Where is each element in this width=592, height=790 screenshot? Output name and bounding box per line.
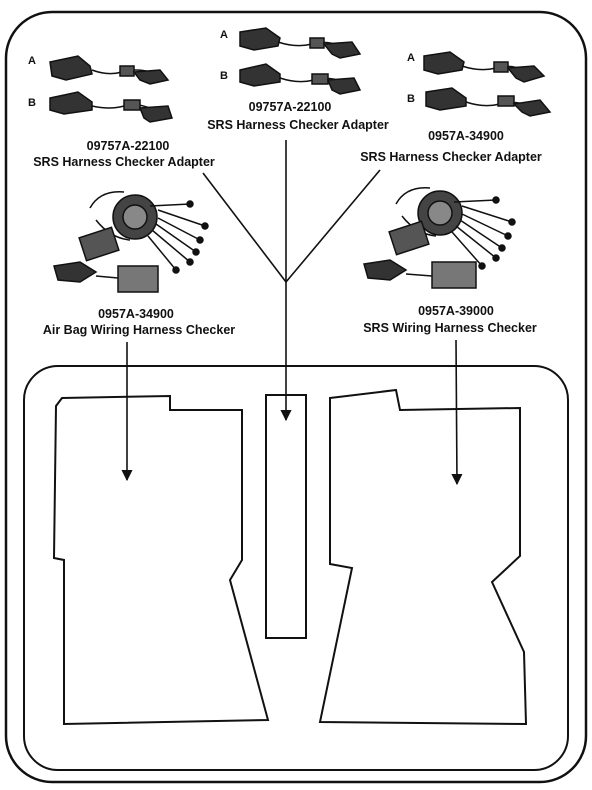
center-adapter-name: SRS Harness Checker Adapter — [207, 118, 389, 132]
right-adapter-name: SRS Harness Checker Adapter — [360, 150, 542, 164]
right-adapter-part-number: 0957A-34900 — [428, 129, 504, 143]
right-adapter-plug-b-label: B — [407, 93, 415, 105]
center-adapter-plug-a-label: A — [220, 29, 228, 41]
foam-tray-outline — [23, 365, 569, 771]
cutout-left — [52, 394, 270, 726]
left-adapter-name: SRS Harness Checker Adapter — [33, 155, 215, 169]
cutout-center — [265, 394, 307, 639]
right-checker-name: SRS Wiring Harness Checker — [363, 321, 537, 335]
left-checker-part-number: 0957A-34900 — [98, 307, 174, 321]
cutout-right — [318, 388, 528, 726]
left-checker-name: Air Bag Wiring Harness Checker — [43, 323, 235, 337]
center-adapter-plug-b-label: B — [220, 70, 228, 82]
right-adapter-plug-a-label: A — [407, 52, 415, 64]
right-checker-part-number: 0957A-39000 — [418, 304, 494, 318]
left-adapter-plug-a-label: A — [28, 55, 36, 67]
adapter-left-illustration — [49, 55, 173, 123]
case-outline — [4, 10, 588, 784]
center-adapter-part-number: 09757A-22100 — [249, 100, 332, 114]
leader-lines — [121, 140, 463, 486]
adapter-center-illustration — [239, 27, 362, 95]
left-adapter-part-number: 09757A-22100 — [87, 139, 170, 153]
adapter-right-illustration — [423, 51, 552, 117]
srs-wiring-harness-checker-illustration — [363, 187, 516, 289]
left-adapter-plug-b-label: B — [28, 97, 36, 109]
air-bag-wiring-harness-checker-illustration — [53, 191, 209, 293]
